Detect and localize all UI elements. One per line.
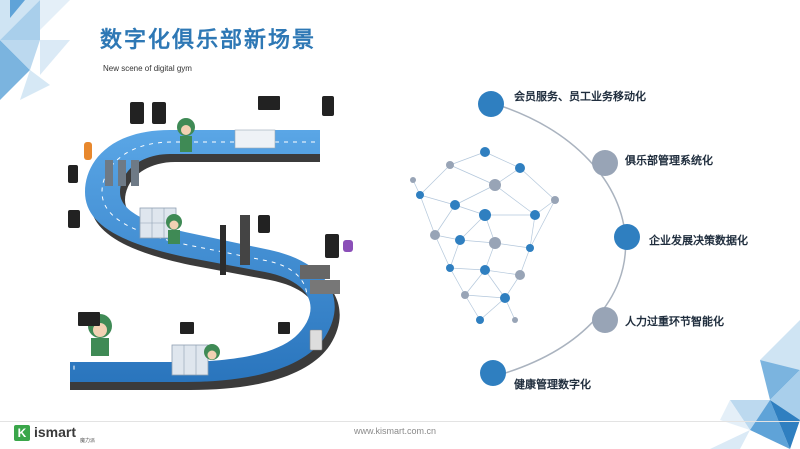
scene-dot-2 — [592, 150, 618, 176]
scene-item-1: 会员服务、员工业务移动化 — [514, 90, 646, 103]
network-head-icon — [410, 147, 559, 324]
page-subtitle: New scene of digital gym — [103, 64, 192, 73]
corner-triangles-top-left — [0, 0, 70, 100]
page-title: 数字化俱乐部新场景 — [100, 28, 317, 53]
scene-dot-3 — [614, 224, 640, 250]
scene-dot-5 — [480, 360, 506, 386]
brand-subname: 魔力派 — [80, 438, 96, 444]
footer-divider — [0, 421, 800, 422]
brand-name: ismart — [34, 424, 77, 440]
scene-item-3: 企业发展决策数据化 — [649, 234, 748, 247]
corner-triangles-bottom-right — [710, 320, 800, 449]
scene-dot-4 — [592, 307, 618, 333]
footer-url: www.kismart.com.cn — [354, 426, 437, 436]
scene-item-2: 俱乐部管理系统化 — [625, 154, 713, 167]
scene-item-4: 人力过重环节智能化 — [625, 315, 724, 328]
k-logo-icon: K — [14, 425, 30, 441]
scene-item-5: 健康管理数字化 — [514, 378, 591, 391]
scene-dot-1 — [478, 91, 504, 117]
s-road-illustration — [68, 96, 353, 390]
brand-logo: K ismart 魔力派 — [14, 424, 114, 444]
